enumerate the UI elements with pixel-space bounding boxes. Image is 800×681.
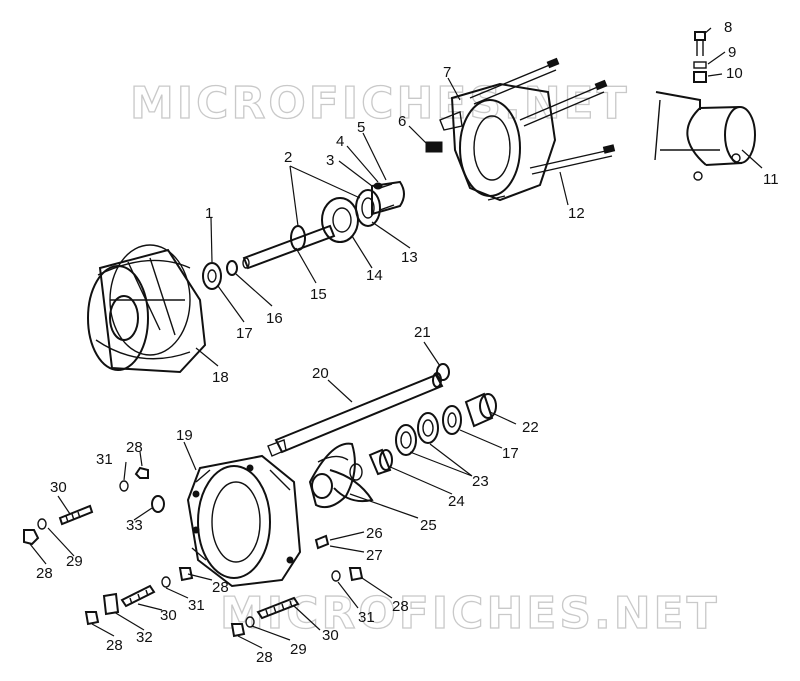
- callout-30-c: 30: [322, 627, 339, 644]
- callout-10: 10: [726, 65, 743, 82]
- callout-33: 33: [126, 517, 143, 534]
- pump-housing-part-18: [87, 244, 207, 374]
- callout-7: 7: [443, 64, 451, 81]
- spacer-part-24: [368, 448, 393, 476]
- callout-6: 6: [398, 113, 406, 130]
- plate-part-32: [102, 592, 120, 616]
- callout-1: 1: [205, 205, 213, 222]
- callout-labels: 1 2 3 4 5 6 7 8 9 10 11 12 13 14 15 16 1…: [36, 19, 779, 666]
- lower-pump-housing-part-19: [186, 454, 302, 588]
- washer-part-29a: [37, 518, 47, 530]
- callout-28-a: 28: [126, 439, 143, 456]
- callout-23: 23: [472, 473, 489, 490]
- callout-17-lower: 17: [502, 445, 519, 462]
- screw-part-26: [314, 534, 330, 550]
- washer-part-29b: [245, 616, 255, 628]
- callout-20: 20: [312, 365, 329, 382]
- seal-part-13: [355, 189, 381, 227]
- callout-28-f: 28: [392, 598, 409, 615]
- callout-2: 2: [284, 149, 292, 166]
- callout-26: 26: [366, 525, 383, 542]
- impeller-part-25: [308, 442, 374, 509]
- callout-16: 16: [266, 310, 283, 327]
- o-ring-part-21: [436, 363, 450, 381]
- shaft-part-15: [242, 224, 336, 270]
- nut-part-28d: [84, 611, 100, 626]
- callout-28-c: 28: [212, 579, 229, 596]
- nut-part-28c: [178, 567, 194, 582]
- callout-25: 25: [420, 517, 437, 534]
- nut-part-10: [693, 71, 707, 83]
- callout-31-c: 31: [358, 609, 375, 626]
- callout-28-d: 28: [106, 637, 123, 654]
- callout-31-b: 31: [188, 597, 205, 614]
- callout-13: 13: [401, 249, 418, 266]
- washer-part-31c: [331, 570, 341, 582]
- callout-18: 18: [212, 369, 229, 386]
- bearing-part-17-lower: [442, 405, 462, 435]
- washer-part-31b: [161, 576, 171, 588]
- o-ring-part-16: [226, 260, 238, 276]
- callout-14: 14: [366, 267, 383, 284]
- callout-9: 9: [728, 44, 736, 61]
- washer-part-9: [693, 61, 707, 69]
- nut-part-28e: [230, 623, 246, 638]
- stud-part-30b: [120, 584, 156, 608]
- callout-28-e: 28: [256, 649, 273, 666]
- washer-part-31a: [119, 480, 129, 492]
- bearing-housing-part-14: [321, 197, 359, 243]
- callout-27: 27: [366, 547, 383, 564]
- callout-8: 8: [724, 19, 732, 36]
- nut-part-28a: [134, 466, 149, 479]
- callout-17-upper: 17: [236, 325, 253, 342]
- callout-28-b: 28: [36, 565, 53, 582]
- bolt-part-8: [694, 31, 706, 56]
- stud-part-30c: [256, 596, 300, 620]
- callout-4: 4: [336, 133, 344, 150]
- callout-5: 5: [357, 119, 365, 136]
- callout-15: 15: [310, 286, 327, 303]
- nut-part-28b: [23, 529, 40, 546]
- callout-11: 11: [763, 171, 779, 188]
- callout-30-a: 30: [50, 479, 67, 496]
- callout-29-b: 29: [290, 641, 307, 658]
- stud-part-30a: [58, 504, 94, 526]
- nozzle-ring-part-11: [654, 91, 756, 181]
- bearing-part-17-upper: [202, 262, 222, 290]
- long-bolts-part-12: [469, 57, 616, 201]
- callout-22: 22: [522, 419, 539, 436]
- nut-part-28f: [348, 567, 364, 582]
- callout-3: 3: [326, 152, 334, 169]
- callout-29-a: 29: [66, 553, 83, 570]
- watermark-top: MICROFICHES.NET: [130, 78, 630, 129]
- callout-19: 19: [176, 427, 193, 444]
- watermark-bottom: MICROFICHES.NET: [220, 588, 720, 639]
- cone-cap-part-5: [371, 180, 405, 216]
- callout-12: 12: [568, 205, 585, 222]
- callout-31-a: 31: [96, 451, 113, 468]
- o-ring-part-33: [151, 495, 165, 513]
- leader-lines: [29, 27, 763, 649]
- callout-21: 21: [414, 324, 431, 341]
- bearings-part-23: [395, 412, 439, 456]
- callout-24: 24: [448, 493, 465, 510]
- sleeve-part-22: [464, 392, 497, 428]
- callout-32: 32: [136, 629, 153, 646]
- callout-30-b: 30: [160, 607, 177, 624]
